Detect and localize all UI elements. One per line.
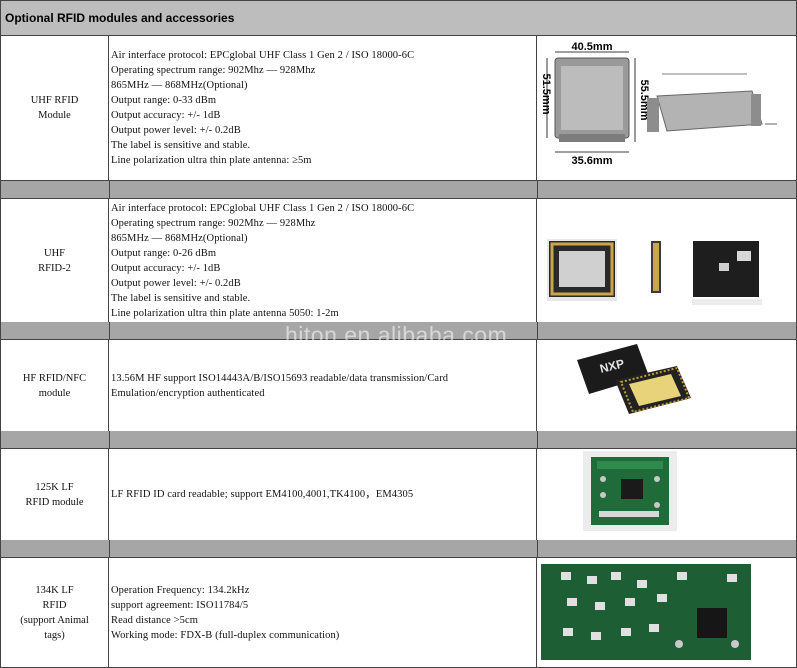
spec-line: 865MHz — 868MHz(Optional) [111, 232, 248, 244]
module-image-uhf-2 [536, 199, 797, 323]
module-row-hf-nfc: HF RFID/NFC module 13.56M HF support ISO… [0, 340, 797, 432]
chip-top [577, 344, 649, 394]
module-row-125k-lf: 125K LF RFID module LF RFID ID card read… [0, 449, 797, 541]
dim-top: 40.5mm [572, 41, 613, 53]
module-specs: 13.56M HF support ISO14443A/B/ISO15693 r… [108, 340, 536, 432]
module-image-125k [536, 449, 797, 541]
spec-line: The label is sensitive and stable. [111, 140, 251, 151]
spec-line: support agreement: ISO11784/5 [111, 599, 249, 611]
spec-line: Output power level: +/- 0.2dB [111, 125, 241, 136]
spec-line: Line polarization ultra thin plate anten… [111, 307, 339, 319]
spec-line: Output range: 0-33 dBm [111, 95, 217, 106]
spec-line: Line polarization ultra thin plate anten… [111, 155, 312, 166]
spec-line: Output range: 0-26 dBm [111, 247, 217, 259]
lf134-board-photo [537, 558, 796, 667]
spec-line: Working mode: FDX-B (full-duplex communi… [111, 629, 340, 641]
spec-line: Output accuracy: +/- 1dB [111, 110, 221, 121]
module-specs: Operation Frequency: 134.2kHz support ag… [108, 558, 536, 668]
spec-line: Air interface protocol: EPCglobal UHF Cl… [111, 50, 415, 61]
spec-line: Operating spectrum range: 902Mhz — 928Mh… [111, 217, 316, 229]
spec-line: LF RFID ID card readable; support EM4100… [111, 489, 414, 500]
row-separator [0, 322, 797, 340]
row-separator [0, 181, 797, 199]
row-separator [0, 540, 797, 558]
spec-line: Operating spectrum range: 902Mhz — 928Mh… [111, 65, 316, 76]
module-name: 125K LF RFID module [0, 449, 108, 541]
dim-bottom: 35.6mm [572, 155, 613, 167]
chip-label: NXP [598, 356, 625, 376]
uhf2-module-photo [537, 199, 796, 322]
dim-left: 51.5mm [540, 74, 552, 115]
module-image-hf-nfc: NXP [536, 340, 797, 432]
nfc-chip-photo: NXP [537, 340, 796, 431]
spec-line: Read distance >5cm [111, 614, 199, 626]
row-separator [0, 431, 797, 449]
module-name: HF RFID/NFC module [0, 340, 108, 432]
spec-line: Output power level: +/- 0.2dB [111, 277, 241, 289]
page-title: Optional RFID modules and accessories [0, 0, 797, 36]
module-side-view [656, 90, 763, 132]
spec-line: Emulation/encryption authenticated [111, 387, 265, 399]
uhf-module-diagram: 40.5mm 51.5mm 55.5mm 35.6mm [537, 36, 796, 180]
spec-line: 13.56M HF support ISO14443A/B/ISO15693 r… [111, 372, 449, 384]
spec-line: The label is sensitive and stable. [111, 292, 251, 304]
module-row-uhf: UHF RFID Module Air interface protocol: … [0, 36, 797, 181]
spec-line: Air interface protocol: EPCglobal UHF Cl… [111, 202, 415, 214]
spec-line: 865MHz — 868MHz(Optional) [111, 80, 248, 91]
module-image-134k [536, 558, 797, 668]
module-name: 134K LF RFID (support Animal tags) [0, 558, 108, 668]
module-name: UHF RFID-2 [0, 199, 108, 323]
module-specs: Air interface protocol: EPCglobal UHF Cl… [108, 36, 536, 181]
module-specs: LF RFID ID card readable; support EM4100… [108, 449, 536, 541]
lf125-board-photo [537, 449, 796, 540]
spec-line: Operation Frequency: 134.2kHz [111, 584, 250, 596]
module-specs: Air interface protocol: EPCglobal UHF Cl… [108, 199, 536, 323]
module-row-134k-lf: 134K LF RFID (support Animal tags) Opera… [0, 558, 797, 668]
module-name: UHF RFID Module [0, 36, 108, 181]
spec-line: Output accuracy: +/- 1dB [111, 262, 221, 274]
module-image-uhf: 40.5mm 51.5mm 55.5mm 35.6mm [536, 36, 797, 181]
module-row-uhf-2: UHF RFID-2 Air interface protocol: EPCgl… [0, 199, 797, 323]
